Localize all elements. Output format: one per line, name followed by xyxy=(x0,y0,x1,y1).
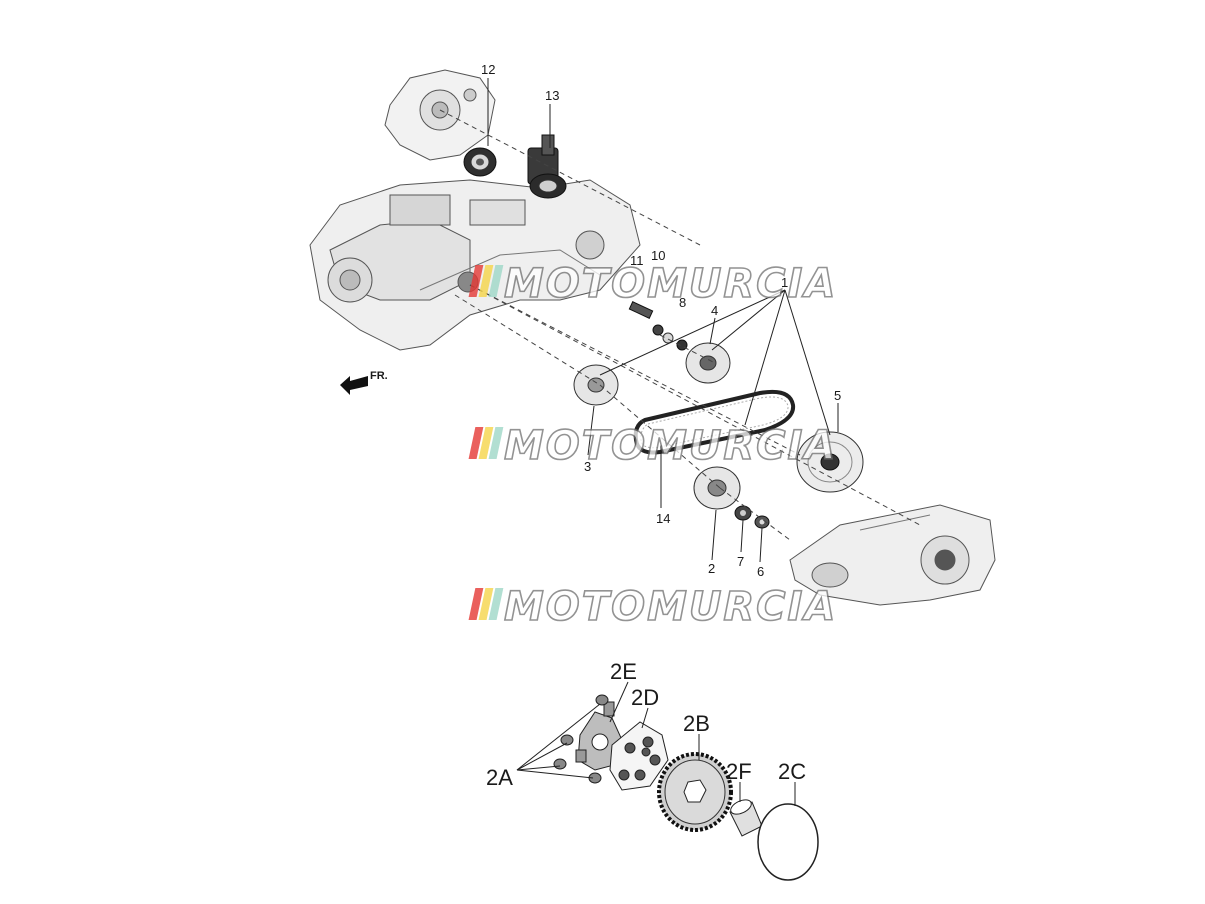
callout-2F: 2F xyxy=(726,759,752,784)
callout-7: 7 xyxy=(737,554,744,569)
callout-2E: 2E xyxy=(610,659,637,684)
watermark-3: MOTOMURCIA xyxy=(468,583,837,631)
watermark-2: MOTOMURCIA xyxy=(468,422,837,470)
part-7-bushing xyxy=(734,505,752,521)
detail-leader-lines xyxy=(516,681,796,806)
callout-5: 5 xyxy=(834,388,841,403)
part-4-fixed-drive-face xyxy=(685,342,731,384)
callout-6: 6 xyxy=(757,564,764,579)
callout-10: 10 xyxy=(651,248,665,263)
part-2C-cover-plate xyxy=(757,803,819,881)
watermark-logo-stripes xyxy=(468,265,504,297)
callout-2C: 2C xyxy=(778,759,806,784)
callout-13: 13 xyxy=(545,88,559,103)
part-5-clutch-bell xyxy=(796,431,864,493)
callout-14: 14 xyxy=(656,511,670,526)
gear-cover xyxy=(384,69,496,161)
watermark-logo-stripes xyxy=(468,427,504,459)
callout-8: 8 xyxy=(679,295,686,310)
callout-2: 2 xyxy=(708,561,715,576)
front-label: FR. xyxy=(370,370,388,382)
callout-2D: 2D xyxy=(631,685,659,710)
part-12-bearing xyxy=(463,147,497,177)
part-2F-bushing xyxy=(729,799,763,837)
callout-2A: 2A xyxy=(486,765,513,790)
part-14-drive-belt xyxy=(633,389,796,455)
variator-exploded-detail: 2E 2D 2B 2A 2F 2C xyxy=(486,659,819,881)
part-6-nut xyxy=(754,515,770,529)
watermark-text: MOTOMURCIA xyxy=(504,423,837,469)
watermark-text: MOTOMURCIA xyxy=(504,584,837,630)
watermark-1: MOTOMURCIA xyxy=(468,260,837,308)
watermark-logo-stripes xyxy=(468,588,504,620)
callout-3: 3 xyxy=(584,459,591,474)
arrow-left-icon xyxy=(340,376,368,395)
engine-crankcase xyxy=(309,179,641,351)
belt-cover xyxy=(789,504,996,606)
callout-12: 12 xyxy=(481,62,495,77)
callout-labels: 12 13 10 11 8 1 4 5 3 14 2 7 6 xyxy=(481,62,841,579)
part-2B-variator-pulley xyxy=(657,752,733,832)
watermark-text: MOTOMURCIA xyxy=(504,261,837,307)
leader-lines xyxy=(487,78,839,563)
assembly-axes xyxy=(439,109,921,541)
callout-2B: 2B xyxy=(683,711,710,736)
part-2-variator xyxy=(693,466,741,510)
callout-1: 1 xyxy=(781,275,788,290)
callout-11: 11 xyxy=(630,253,644,268)
part-3-drive-face xyxy=(573,364,619,406)
front-direction-indicator: FR. xyxy=(340,370,388,395)
callout-4: 4 xyxy=(711,303,718,318)
part-13-driven-shaft xyxy=(527,134,567,199)
